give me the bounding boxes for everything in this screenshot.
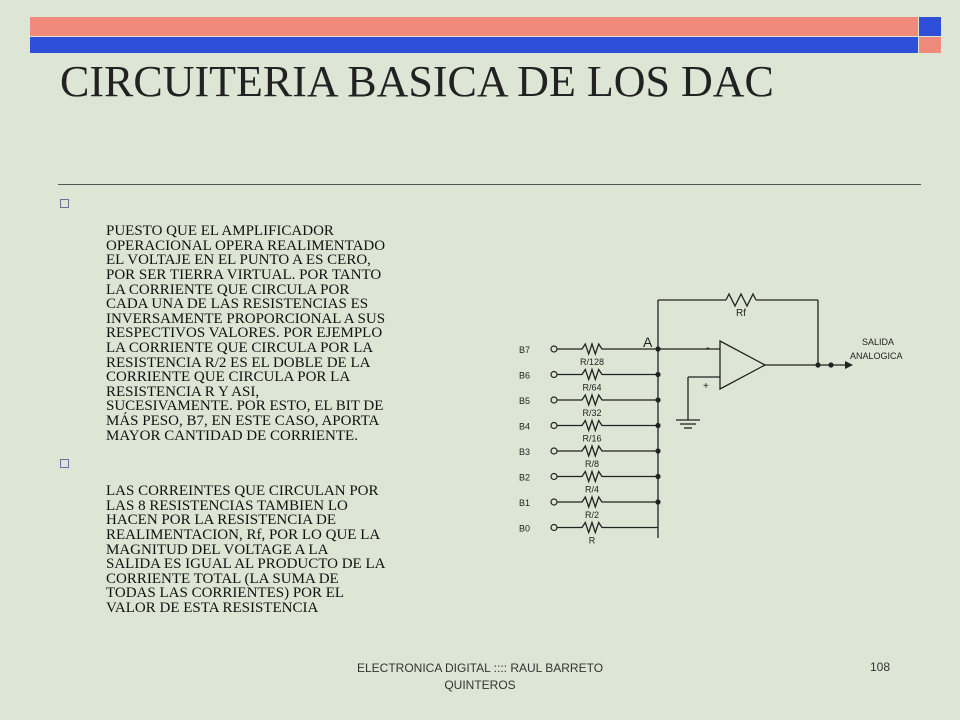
input-resistor <box>580 367 604 382</box>
bullet-text: PUESTO QUE EL AMPLIFICADOR OPERACIONAL O… <box>106 223 386 444</box>
output-arrow-icon <box>845 361 853 369</box>
header-bar-blue <box>30 37 918 53</box>
resistor-label: R/32 <box>582 408 601 418</box>
input-terminal-icon <box>550 447 558 455</box>
bullet-item: PUESTO QUE EL AMPLIFICADOR OPERACIONAL O… <box>58 195 478 443</box>
resistor-label: R/64 <box>582 383 601 393</box>
node-dot <box>655 397 661 403</box>
dac-circuit-diagram: Rf A - + SALIDA ANALOGICA B7R/128B6R/64B… <box>519 292 903 546</box>
input-resistor <box>580 418 604 433</box>
opamp-plus-label: + <box>703 381 709 392</box>
resistor-label: R/8 <box>585 459 599 469</box>
input-terminal-icon <box>550 523 558 532</box>
node-a-label: A <box>643 334 653 350</box>
resistor-label: R/128 <box>580 357 604 367</box>
page-number: 108 <box>870 660 891 674</box>
header-bar-red <box>30 17 918 36</box>
opamp-symbol <box>719 339 767 391</box>
node-dot <box>655 499 661 505</box>
slide-title: CIRCUITERIA BASICA DE LOS DAC <box>60 57 774 106</box>
bullet-item: LAS CORREINTES QUE CIRCULAN POR LAS 8 RE… <box>58 455 478 616</box>
bit-label: B2 <box>519 473 530 483</box>
node-dot <box>828 362 834 368</box>
node-dot <box>655 448 661 454</box>
title-divider <box>58 184 921 185</box>
resistor-label: R/2 <box>585 510 599 520</box>
bit-label: B4 <box>519 422 530 432</box>
bullet-list: PUESTO QUE EL AMPLIFICADOR OPERACIONAL O… <box>58 195 478 628</box>
opamp-minus-label: - <box>706 342 710 354</box>
footer-text: ELECTRONICA DIGITAL :::: RAUL BARRETO QU… <box>356 661 604 692</box>
input-terminal-icon <box>550 396 558 404</box>
feedback-resistor-label: Rf <box>736 308 746 319</box>
bit-label: B0 <box>519 524 530 534</box>
feedback-resistor <box>725 292 757 308</box>
input-resistor <box>580 494 604 510</box>
node-dot <box>815 362 821 368</box>
bit-label: B5 <box>519 396 530 406</box>
resistor-label: R/4 <box>585 485 599 495</box>
input-branches: B7R/128B6R/64B5R/32B4R/16B3R/8B2R/4B1R/2… <box>519 341 661 546</box>
input-resistor <box>580 520 604 535</box>
node-dot <box>655 473 661 480</box>
input-resistor <box>580 341 604 357</box>
output-label: ANALOGICA <box>850 351 903 361</box>
input-terminal-icon <box>550 370 558 379</box>
input-terminal-icon <box>550 498 558 506</box>
node-dot <box>655 371 661 378</box>
node-dot <box>655 422 661 429</box>
resistor-label: R <box>589 536 596 546</box>
bullet-text: LAS CORREINTES QUE CIRCULAN POR LAS 8 RE… <box>106 483 386 617</box>
bit-label: B3 <box>519 447 530 457</box>
corner-square-red <box>919 37 941 53</box>
bit-label: B6 <box>519 371 530 381</box>
input-resistor <box>580 469 604 484</box>
input-terminal-icon <box>550 345 558 353</box>
output-label: SALIDA <box>862 337 894 347</box>
resistor-label: R/16 <box>582 434 601 444</box>
input-terminal-icon <box>550 421 558 430</box>
bit-label: B1 <box>519 498 530 508</box>
input-terminal-icon <box>550 472 558 481</box>
square-bullet-icon <box>60 459 69 469</box>
bit-label: B7 <box>519 345 530 355</box>
input-resistor <box>580 392 604 408</box>
square-bullet-icon <box>60 199 69 208</box>
corner-square-blue <box>919 17 941 36</box>
input-resistor <box>580 443 604 459</box>
